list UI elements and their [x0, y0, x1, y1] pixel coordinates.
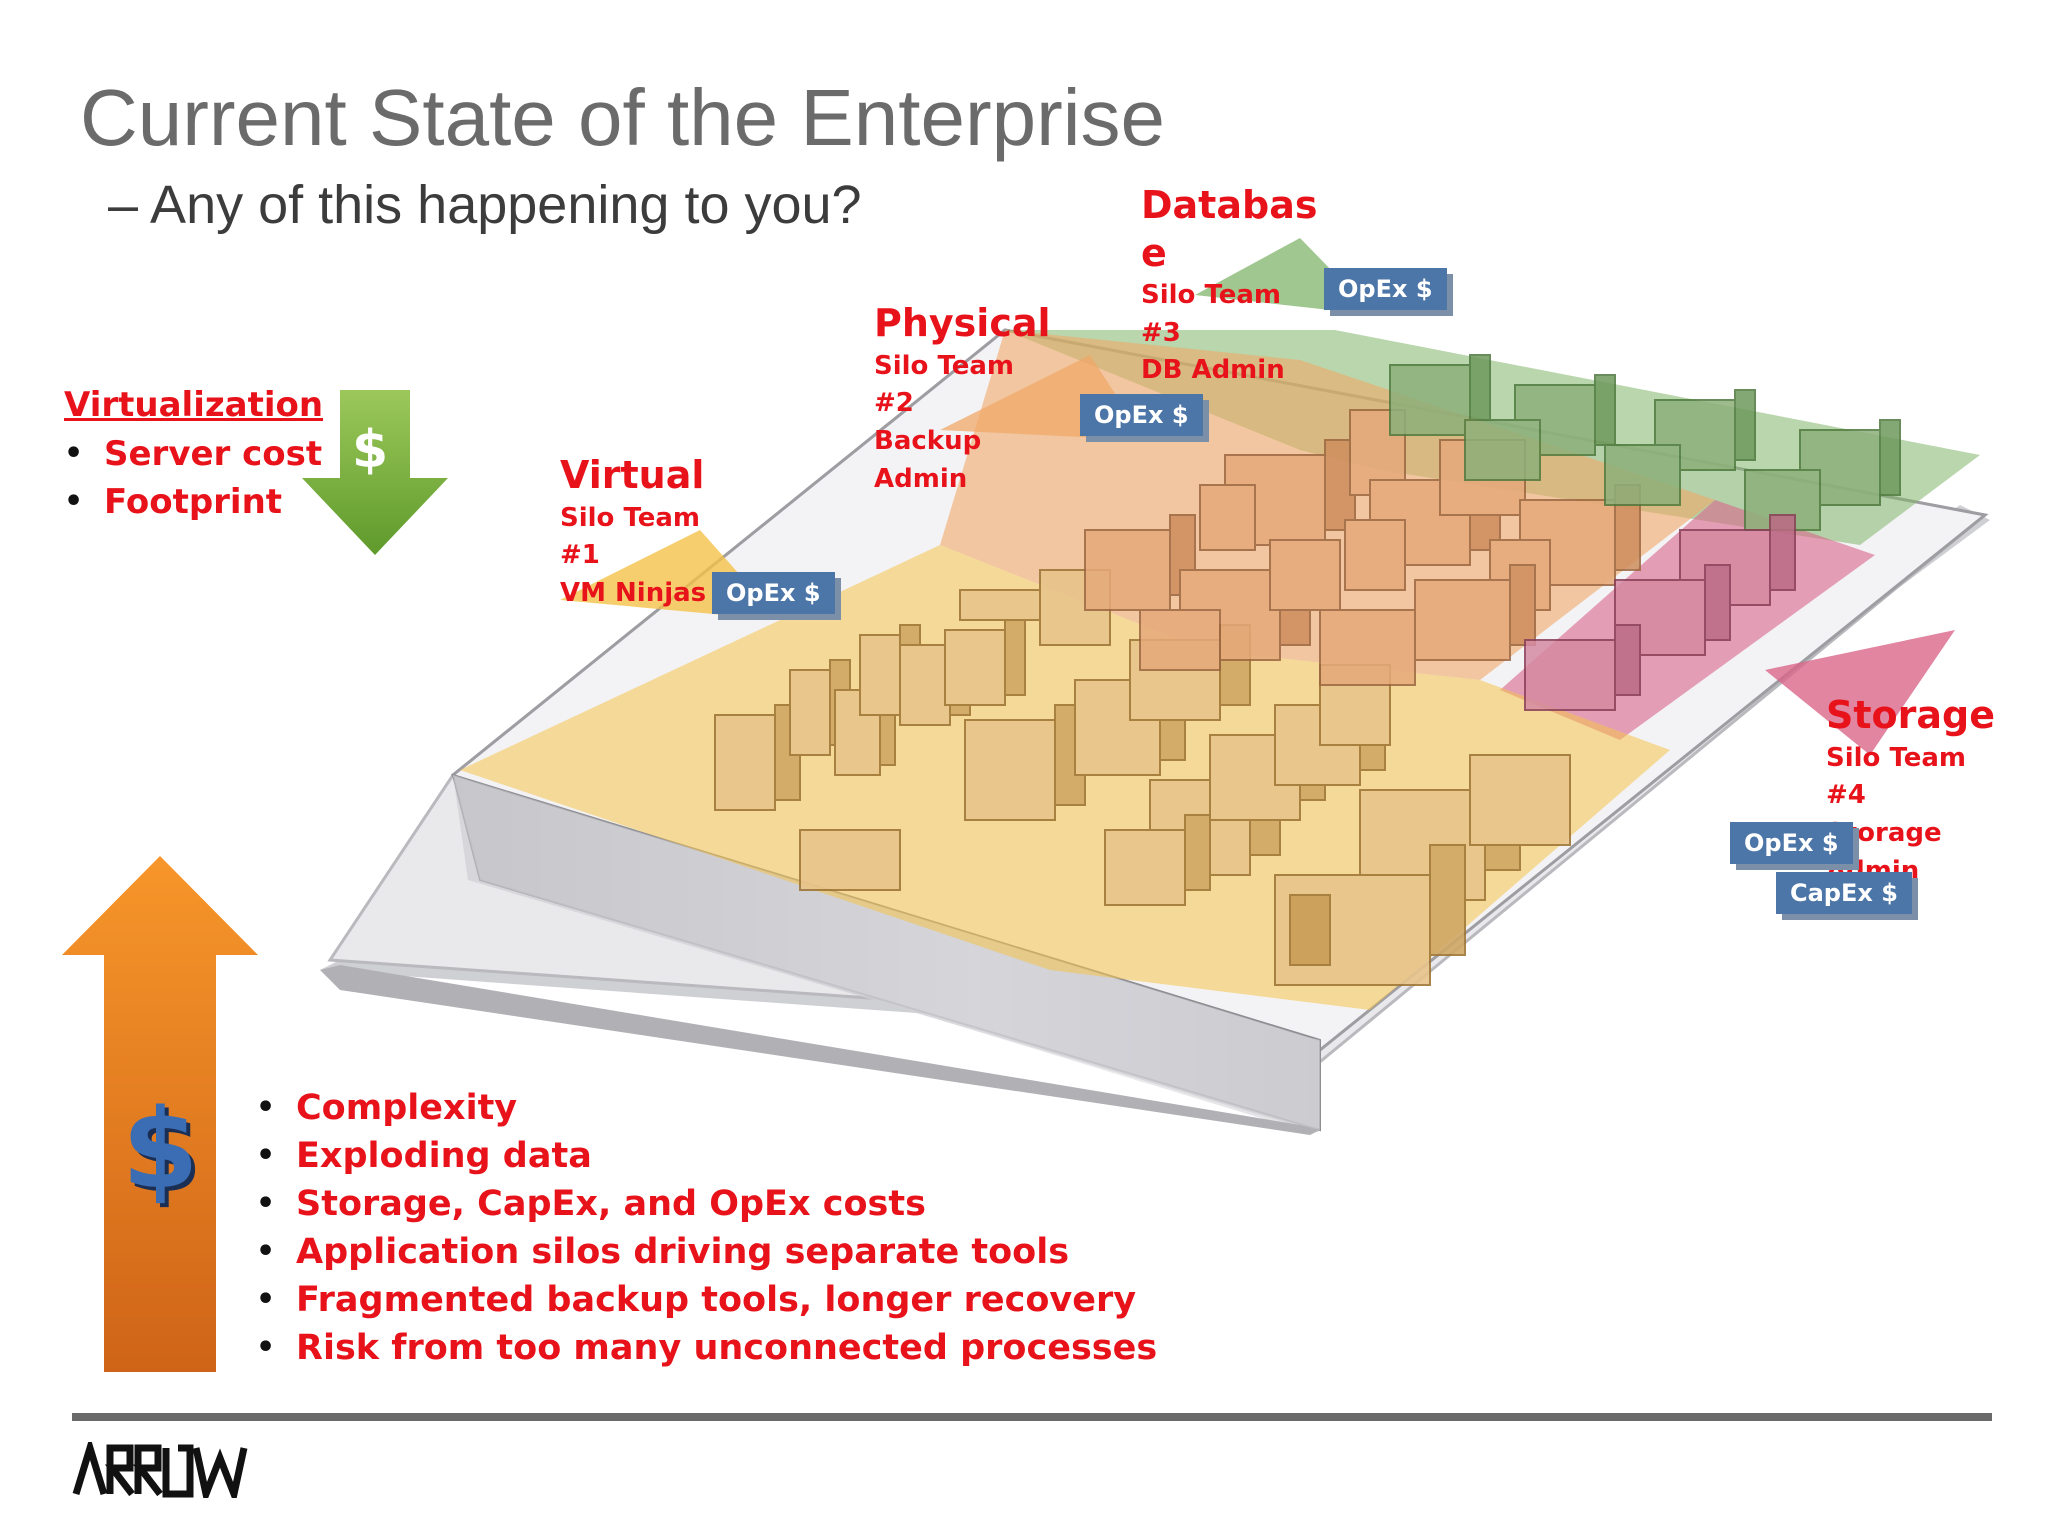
- silo-line: DB Admin: [1141, 355, 1285, 386]
- bullet-text: Exploding data: [296, 1136, 592, 1176]
- footer-divider: [72, 1413, 1992, 1421]
- silo-line: #2: [874, 388, 914, 419]
- bullet-icon: •: [256, 1090, 276, 1125]
- list-item: • Application silos driving separate tool…: [256, 1228, 1157, 1276]
- racks-physical: [1084, 409, 1641, 686]
- silo-heading: Virtual: [560, 453, 705, 497]
- bullet-text: Risk from too many unconnected processes: [296, 1328, 1158, 1368]
- silo-heading: e: [1141, 230, 1167, 275]
- bullet-icon: •: [64, 484, 84, 519]
- silo-line: VM Ninjas: [560, 577, 707, 608]
- bullet-text: Fragmented backup tools, longer recovery: [296, 1280, 1137, 1320]
- opex-tag: OpEx $: [1324, 268, 1447, 310]
- opex-tag: OpEx $: [1730, 822, 1853, 864]
- silo-line: Silo Team: [1141, 280, 1282, 310]
- silo-line: #1: [560, 540, 600, 571]
- list-item: • Complexity: [256, 1084, 1157, 1132]
- virtualization-heading: Virtualization: [64, 385, 324, 425]
- silo-line: Admin: [874, 463, 968, 494]
- list-item: • Fragmented backup tools, longer recover…: [256, 1276, 1157, 1324]
- capex-tag: CapEx $: [1776, 872, 1912, 914]
- list-item: • Risk from too many unconnected processe…: [256, 1324, 1157, 1372]
- issues-list: • Complexity • Exploding data • Storage, Ca…: [256, 1084, 1157, 1372]
- silo-line: #4: [1826, 780, 1866, 811]
- list-item: • Server cost: [64, 430, 322, 478]
- front-ledge: [320, 965, 1320, 1135]
- list-item: • Footprint: [64, 478, 322, 526]
- racks-database: [1389, 354, 1901, 531]
- virtualization-list: • Server cost • Footprint: [64, 430, 322, 526]
- slide-title: Current State of the Enterprise: [80, 73, 1165, 162]
- bullet-icon: •: [256, 1234, 276, 1269]
- bullet-icon: •: [256, 1330, 276, 1365]
- wedge-storage: [1765, 630, 1955, 755]
- list-item: • Exploding data: [256, 1132, 1157, 1180]
- silo-line: Silo Team: [560, 502, 701, 533]
- bullet-text: Server cost: [104, 434, 323, 474]
- cost-arrow: [62, 856, 258, 1372]
- savings-arrow: [302, 390, 448, 555]
- silo-line: Silo Team: [1826, 742, 1967, 773]
- silo-line: Storage: [1826, 817, 1942, 848]
- bullet-text: Footprint: [104, 482, 283, 522]
- silo-physical: Physical Silo Team #2 Backup Admin: [874, 300, 1074, 498]
- arrow-logo: [72, 1442, 248, 1498]
- silo-heading: Storage: [1826, 693, 1995, 737]
- racks-storage: [1524, 514, 1796, 711]
- opex-tag: OpEx $: [712, 572, 835, 614]
- silo-heading: Databas: [1141, 183, 1318, 227]
- list-item: • Storage, CapEx, and OpEx costs: [256, 1180, 1157, 1228]
- front-wall-face: [453, 775, 1318, 1132]
- silo-line: Silo Team: [874, 350, 1015, 381]
- bullet-icon: •: [64, 436, 84, 471]
- silo-heading: Physical: [874, 301, 1051, 345]
- silo-line: #3: [1141, 317, 1181, 348]
- bullet-icon: •: [256, 1138, 276, 1173]
- opex-tag: OpEx $: [1080, 394, 1203, 436]
- savings-dollar-icon: $: [352, 420, 389, 480]
- slide-subtitle: – Any of this happening to you?: [108, 175, 862, 235]
- bullet-icon: •: [256, 1282, 276, 1317]
- bullet-text: Storage, CapEx, and OpEx costs: [296, 1184, 926, 1224]
- silo-database: Databas e Silo Team #3 DB Admin: [1141, 182, 1341, 390]
- silo-storage: Storage Silo Team #4 Storage Admin: [1826, 692, 2026, 890]
- silo-line: Backup: [874, 425, 982, 456]
- bullet-icon: •: [256, 1186, 276, 1221]
- bullet-text: Application silos driving separate tools: [296, 1232, 1070, 1272]
- cost-dollar-icon: $: [122, 1085, 199, 1213]
- bullet-text: Complexity: [296, 1088, 518, 1128]
- silo-virtual: Virtual Silo Team #1 VM Ninjas: [560, 452, 760, 613]
